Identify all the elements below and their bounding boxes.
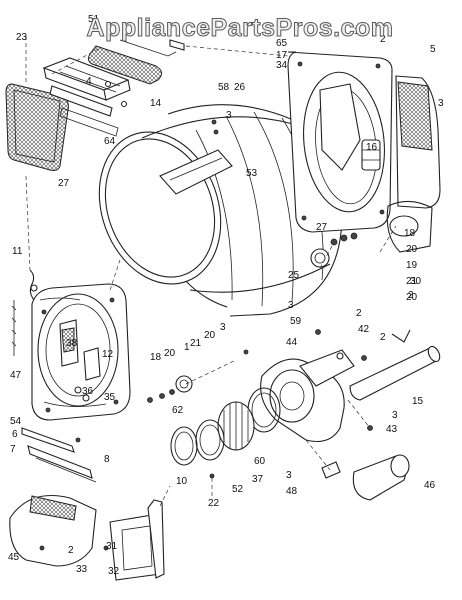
rear-bearing-parts xyxy=(310,232,358,268)
callout-13: 3 xyxy=(226,110,232,121)
callout-5: 1 xyxy=(354,26,360,37)
callout-65: 32 xyxy=(108,566,120,577)
callout-29: 59 xyxy=(290,316,302,327)
callout-61: 45 xyxy=(8,552,20,563)
callout-18: 27 xyxy=(316,222,328,233)
callout-37: 21 xyxy=(190,338,202,349)
callout-64: 33 xyxy=(76,564,88,575)
callout-32: 38 xyxy=(66,338,78,349)
front-bearing-parts xyxy=(147,375,193,403)
clips-and-screws xyxy=(243,329,411,431)
callout-6: 2 xyxy=(380,34,386,45)
callout-21: 19 xyxy=(406,260,418,271)
callout-35: 12 xyxy=(102,349,114,360)
callout-8: 4 xyxy=(86,76,92,87)
lint-screen xyxy=(5,83,69,171)
callout-60: 22 xyxy=(208,498,220,509)
callout-47: 62 xyxy=(172,405,184,416)
callout-14: 64 xyxy=(104,136,116,147)
callout-3: 34 xyxy=(276,60,288,71)
callout-43: 36 xyxy=(82,386,94,397)
callout-16: 27 xyxy=(58,178,70,189)
callout-63: 31 xyxy=(106,541,118,552)
callout-48: 6 xyxy=(12,429,18,440)
callout-22: 21 xyxy=(406,276,418,287)
lint-housing xyxy=(42,57,131,137)
callout-50: 3 xyxy=(392,410,398,421)
callout-4: 17 xyxy=(276,50,288,61)
callout-44: 35 xyxy=(104,392,116,403)
callout-31: 42 xyxy=(358,324,370,335)
callout-34: 20 xyxy=(204,330,216,341)
lower-duct xyxy=(9,494,165,581)
capacitor xyxy=(321,454,410,501)
callout-51: 7 xyxy=(10,444,16,455)
callout-57: 48 xyxy=(286,486,298,497)
callout-20: 20 xyxy=(406,244,418,255)
callout-41: 47 xyxy=(10,370,22,381)
callout-49: 60 xyxy=(254,456,266,467)
front-bulkhead xyxy=(11,269,131,421)
callout-17: 53 xyxy=(246,168,258,179)
callout-59: 10 xyxy=(176,476,188,487)
callout-0: 51 xyxy=(88,14,100,25)
callout-42: 44 xyxy=(286,337,298,348)
callout-10: 14 xyxy=(150,98,162,109)
callout-58: 46 xyxy=(424,480,436,491)
callout-54: 52 xyxy=(232,484,244,495)
callout-55: 37 xyxy=(252,474,264,485)
callout-26: 30 xyxy=(410,276,422,287)
watermark: AppliancePartsPros.com xyxy=(86,14,394,43)
top-grille xyxy=(87,39,185,85)
callout-62: 2 xyxy=(68,545,74,556)
callout-52: 43 xyxy=(386,424,398,435)
callout-1: 23 xyxy=(16,32,28,43)
callout-30: 2 xyxy=(356,308,362,319)
callout-53: 8 xyxy=(104,454,110,465)
callout-36: 1 xyxy=(184,342,190,353)
rear-bulkhead xyxy=(287,51,393,233)
callout-56: 3 xyxy=(286,470,292,481)
callout-23: 20 xyxy=(406,292,418,303)
callout-2: 65 xyxy=(276,38,288,49)
callout-15: 16 xyxy=(366,142,378,153)
callout-46: 54 xyxy=(10,416,22,427)
heater-box xyxy=(386,75,441,253)
callout-12: 26 xyxy=(234,82,246,93)
callout-33: 3 xyxy=(220,322,226,333)
assembly-guide-lines xyxy=(25,36,397,507)
front-panel-strips xyxy=(21,427,97,483)
callout-38: 18 xyxy=(150,352,162,363)
callout-39: 20 xyxy=(164,348,176,359)
callout-27: 2 xyxy=(408,290,414,301)
callout-28: 3 xyxy=(288,300,294,311)
callout-40: 2 xyxy=(380,332,386,343)
callout-25: 11 xyxy=(12,246,23,257)
callout-45: 15 xyxy=(412,396,424,407)
callout-11: 58 xyxy=(218,82,230,93)
callout-7: 5 xyxy=(430,44,436,55)
callout-19: 18 xyxy=(404,228,416,239)
callout-9: 3 xyxy=(438,98,444,109)
callout-24: 25 xyxy=(288,270,300,281)
blower-assembly xyxy=(170,345,441,479)
